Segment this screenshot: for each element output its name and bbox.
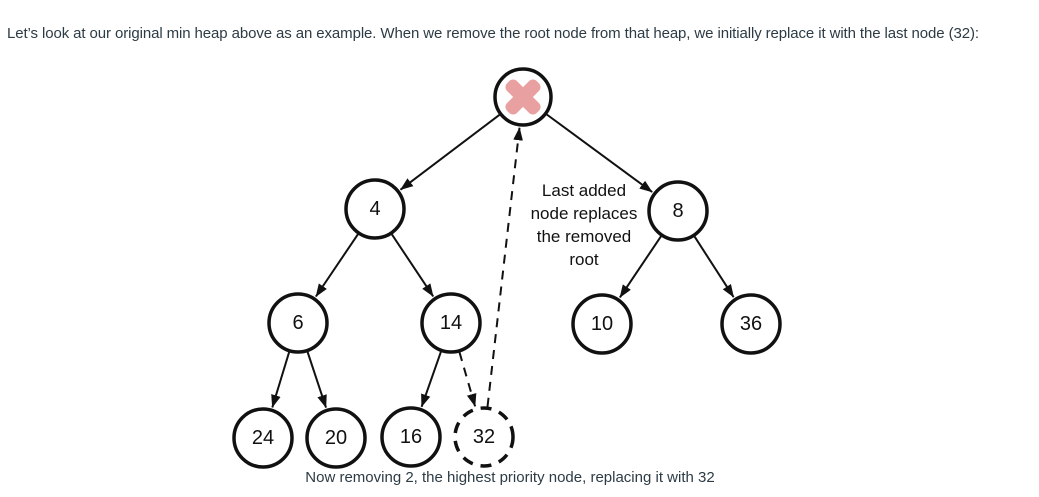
tree-node-label-24: 24 [252,427,274,449]
tree-node-label-16: 16 [400,426,422,448]
tree-node-4 [344,178,406,240]
tree-edge-root-n4 [399,114,501,191]
tree-node-6 [267,292,329,354]
tree-edge-n14-n16 [420,351,442,408]
tree-edge-n4-n6 [315,233,359,298]
tree-node-label-6: 6 [292,312,303,334]
tree-node-36 [720,293,782,355]
tree-edge-n8-n36 [693,236,735,298]
tree-edge-root-n8 [546,113,653,193]
tree-node-label-36: 36 [740,313,762,335]
tree-node-20 [305,407,367,469]
tree-edge-n6-n24 [271,351,291,408]
tree-node-label-10: 10 [591,313,613,335]
tree-node-32 [453,406,515,468]
tree-edge-n6-n20 [306,351,327,409]
tree-node-label-32: 32 [473,426,495,448]
tree-edge-n14-n32 [458,352,477,407]
x-mark-icon [505,79,541,115]
intro-text: Let’s look at our original min heap abov… [7,25,979,42]
tree-node-label-14: 14 [440,312,462,334]
tree-node-10 [571,293,633,355]
tree-node-label-8: 8 [672,200,683,222]
tree-node-label-20: 20 [325,427,347,449]
tree-edge-n4-n14 [391,233,435,297]
tree-node-24 [232,407,294,469]
caption-text: Now removing 2, the highest priority nod… [305,469,715,486]
tree-node-16 [380,406,442,468]
tree-edge-n8-n10 [619,235,662,298]
annotation-text: Last added node replaces the removed roo… [530,181,638,269]
tree-node-label-4: 4 [369,198,380,220]
tree-node-8 [647,180,709,242]
tree-node-14 [420,292,482,354]
